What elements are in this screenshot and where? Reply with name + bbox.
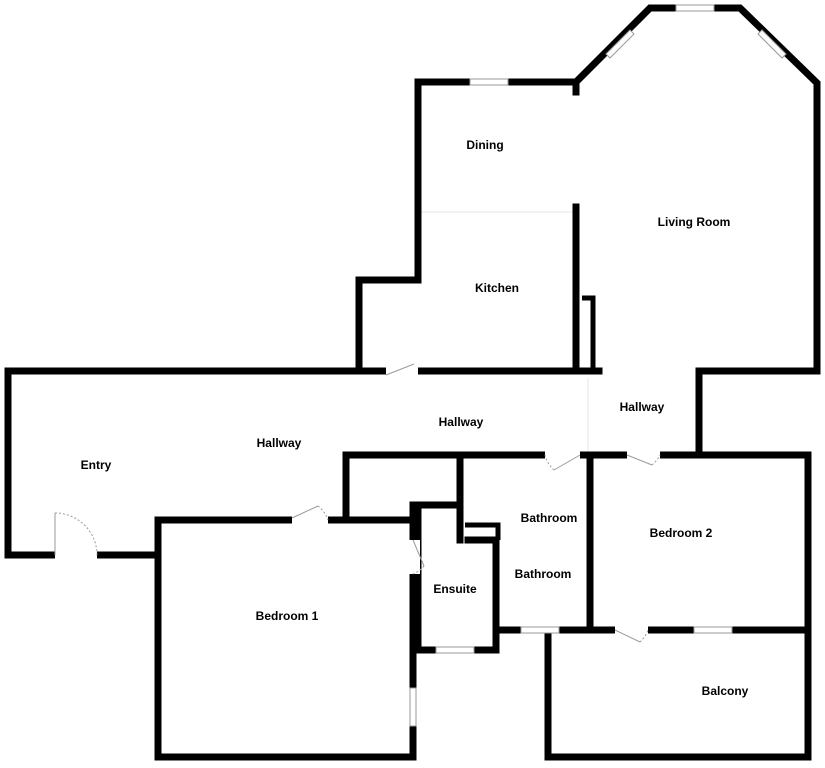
- bedroom-2-walls: [586, 451, 812, 761]
- balcony-window: [693, 626, 733, 634]
- bedroom-1-window: [409, 687, 417, 727]
- room-label-kitchen: Kitchen: [475, 281, 519, 295]
- kitchen-door: [385, 363, 415, 376]
- room-label-hallway-central: Hallway: [439, 415, 484, 429]
- ensuite-window: [435, 646, 475, 654]
- bedroom-2-door: [626, 454, 653, 466]
- windows: [409, 4, 787, 727]
- ensuite-door: [412, 539, 425, 567]
- storage-walls: [342, 451, 812, 524]
- room-labels: Dining Living Room Kitchen Hallway Hallw…: [81, 138, 749, 698]
- balcony-walls: [544, 626, 812, 761]
- room-label-hallway-north: Hallway: [620, 400, 665, 414]
- hallway-north-wall: [4, 367, 603, 559]
- doors: [54, 363, 661, 643]
- balcony-door: [614, 629, 641, 643]
- bathroom-window: [520, 626, 560, 634]
- living-room-walls: [571, 4, 821, 456]
- room-label-hallway-west: Hallway: [257, 436, 302, 450]
- living-room-window-right: [757, 29, 787, 59]
- bathroom-walls: [494, 451, 594, 634]
- room-label-bedroom-2: Bedroom 2: [650, 526, 713, 540]
- ensuite-walls: [414, 501, 501, 654]
- room-label-bedroom-1: Bedroom 1: [256, 609, 319, 623]
- bathroom-door: [553, 454, 581, 471]
- room-label-bathroom-2: Bathroom: [515, 567, 572, 581]
- room-label-entry: Entry: [81, 458, 112, 472]
- dining-window: [469, 78, 509, 86]
- dining-kitchen-walls: [355, 78, 580, 375]
- room-label-living-room: Living Room: [658, 215, 731, 229]
- living-room-window-top: [675, 4, 715, 12]
- room-label-bathroom-1: Bathroom: [521, 511, 578, 525]
- living-room-window-left: [605, 29, 635, 59]
- room-label-balcony: Balcony: [702, 684, 749, 698]
- room-label-ensuite: Ensuite: [433, 582, 477, 596]
- bedroom-1-door: [291, 505, 319, 519]
- room-label-dining: Dining: [466, 138, 503, 152]
- bedroom-1-walls: [154, 516, 417, 761]
